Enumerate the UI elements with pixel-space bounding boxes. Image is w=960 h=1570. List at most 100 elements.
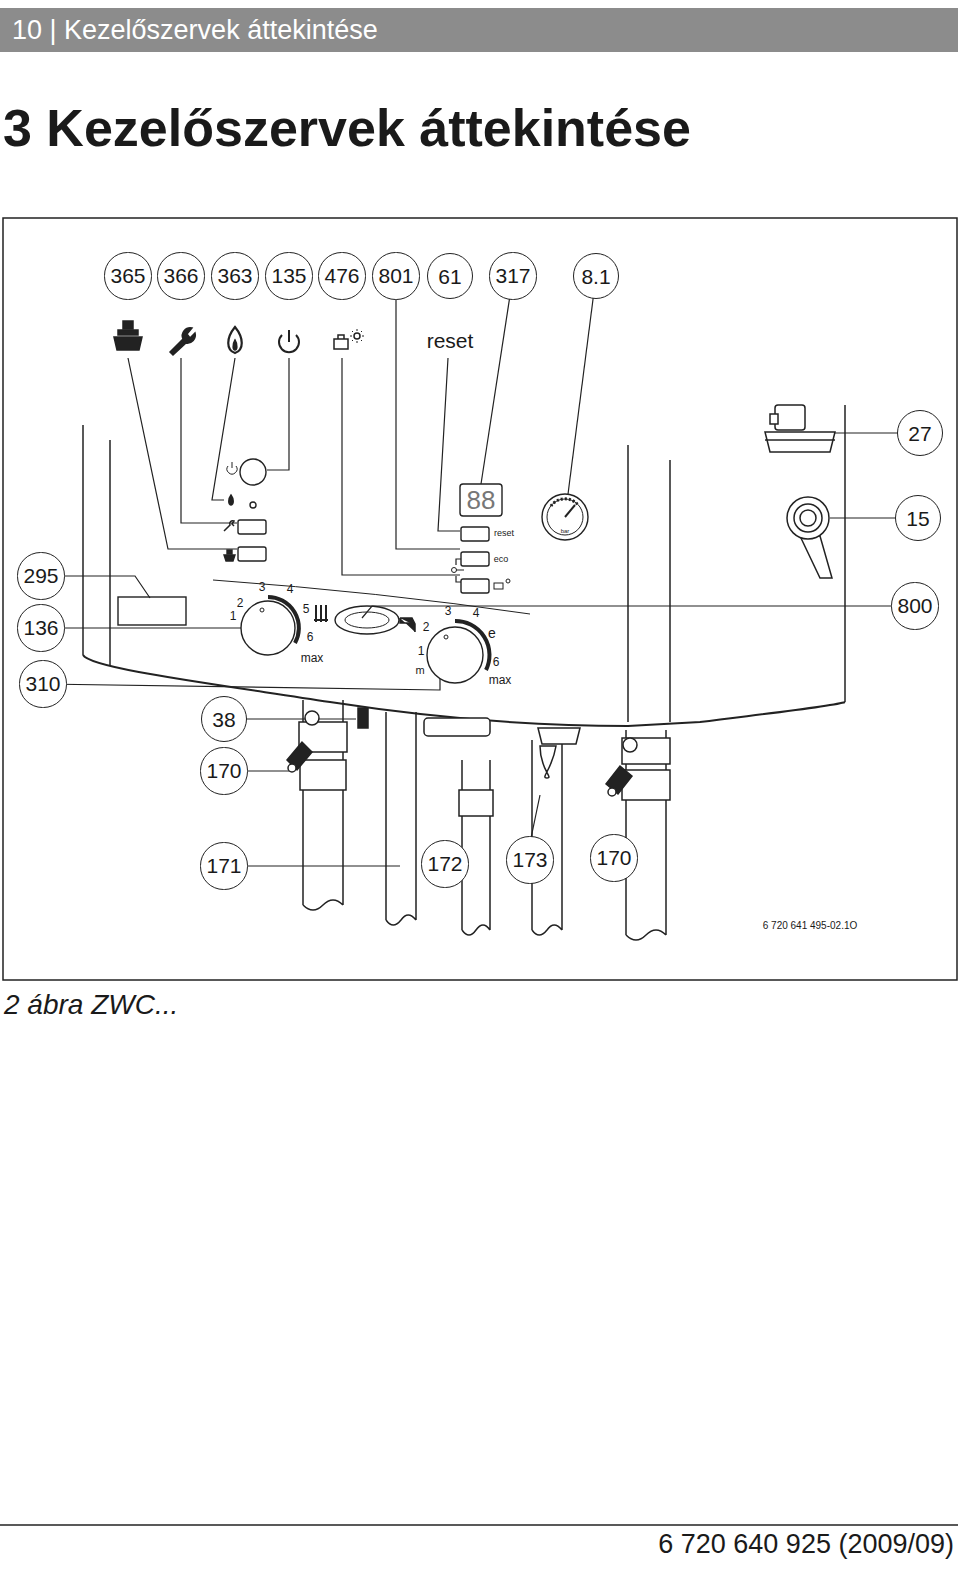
callout-number: 171 <box>206 855 241 876</box>
leader-line <box>396 276 460 549</box>
callout-circle: 170 <box>200 747 247 794</box>
boiler-housing <box>213 580 530 614</box>
service-valve <box>540 746 556 778</box>
figure-frame <box>3 218 957 980</box>
callout-number: 363 <box>217 265 252 286</box>
callout-circle: 365 <box>104 252 151 299</box>
callout-number: 27 <box>908 423 931 444</box>
top-icon <box>354 333 360 339</box>
panel-marking: 1 <box>418 645 425 658</box>
leader-line <box>481 276 513 484</box>
panel-marking: reset <box>427 329 474 352</box>
control-panel <box>238 520 266 534</box>
top-icon <box>350 329 364 343</box>
control-panel <box>565 505 575 517</box>
control-panel <box>250 502 256 508</box>
control-panel <box>229 495 234 505</box>
control-panel <box>238 547 266 561</box>
panel-marking: 3 <box>259 581 266 594</box>
boiler-housing <box>82 425 84 655</box>
callout-circle: 136 <box>17 604 64 651</box>
panel-marking: 88 <box>467 486 496 515</box>
callout-number: 801 <box>378 265 413 286</box>
callout-number: 136 <box>23 617 58 638</box>
page-title: 3 Kezelőszervek áttekintése <box>3 100 691 157</box>
panel-marking: 2 <box>423 621 430 634</box>
service-valve <box>608 788 616 796</box>
top-icon <box>114 321 364 355</box>
control-panel <box>335 606 399 634</box>
service-valve <box>288 764 296 772</box>
boiler-housing <box>109 440 111 665</box>
control-panel <box>240 459 266 485</box>
pipe <box>386 712 416 925</box>
connection-fitting <box>770 414 778 424</box>
control-panel <box>460 484 502 516</box>
connection-fitting <box>800 536 832 578</box>
callout-number: 135 <box>271 265 306 286</box>
connection-fitting <box>765 439 835 441</box>
callout-circle: 363 <box>211 252 258 299</box>
control-panel <box>542 494 588 540</box>
control-panel <box>456 570 464 571</box>
pipe <box>303 700 666 940</box>
panel-marking: 1 <box>230 610 237 623</box>
control-panel <box>227 550 232 554</box>
control-panel <box>268 597 299 643</box>
leader-line <box>438 358 460 531</box>
callout-circle: 366 <box>157 252 204 299</box>
callout-circle: 800 <box>891 582 938 629</box>
control-panel <box>241 601 295 655</box>
connection-fitting <box>765 432 835 452</box>
top-icon <box>233 340 237 350</box>
leader-line <box>43 674 440 690</box>
control-panel <box>224 521 234 531</box>
connection-fitting <box>787 497 829 539</box>
callout-circle: 15 <box>895 495 941 541</box>
panel-marking: 6 <box>493 656 500 669</box>
leader-line <box>267 358 289 470</box>
figure-caption: 2 ábra ZWC... <box>4 990 178 1021</box>
callout-circle: 173 <box>506 836 553 883</box>
control-panel <box>461 527 489 541</box>
callout-circle: 135 <box>265 252 312 299</box>
leader-line <box>41 627 264 628</box>
control-panel <box>345 612 389 628</box>
callout-number: 476 <box>324 265 359 286</box>
panel-marking: 4 <box>287 583 294 596</box>
pipe <box>462 760 490 935</box>
service-valve <box>300 760 346 790</box>
leader-line <box>224 865 400 866</box>
connection-fitting <box>794 504 822 532</box>
callout-number: 170 <box>596 847 631 868</box>
top-icon <box>123 321 133 329</box>
header-band: 10 | Kezelőszervek áttekintése <box>0 8 958 52</box>
top-icon <box>334 339 348 349</box>
callout-number: 310 <box>25 673 60 694</box>
callout-circle: 170 <box>590 834 637 881</box>
callout-circle: 310 <box>19 660 66 707</box>
control-panel <box>452 568 457 573</box>
control-panel <box>461 579 489 593</box>
service-valve <box>305 711 319 725</box>
callout-circle: 38 <box>201 696 247 742</box>
leader-line <box>362 606 915 618</box>
document-code: 6 720 641 495-02.1O <box>763 920 858 931</box>
panel-marking: 5 <box>303 603 310 616</box>
callout-number: 173 <box>512 849 547 870</box>
connection-fitting <box>800 510 816 526</box>
leader-line <box>568 276 596 494</box>
service-valve <box>459 790 493 816</box>
control-panel <box>118 597 186 625</box>
control-panel <box>547 499 583 535</box>
callout-circle: 171 <box>200 842 247 889</box>
control-panel <box>444 635 448 639</box>
panel-marking: 4 <box>473 607 480 620</box>
callout-circle: 801 <box>372 252 419 299</box>
control-panel <box>506 579 510 583</box>
leader-line <box>128 358 237 549</box>
service-valve <box>287 708 670 816</box>
figure-frame <box>0 218 958 1525</box>
figure-frame <box>0 1524 958 1526</box>
